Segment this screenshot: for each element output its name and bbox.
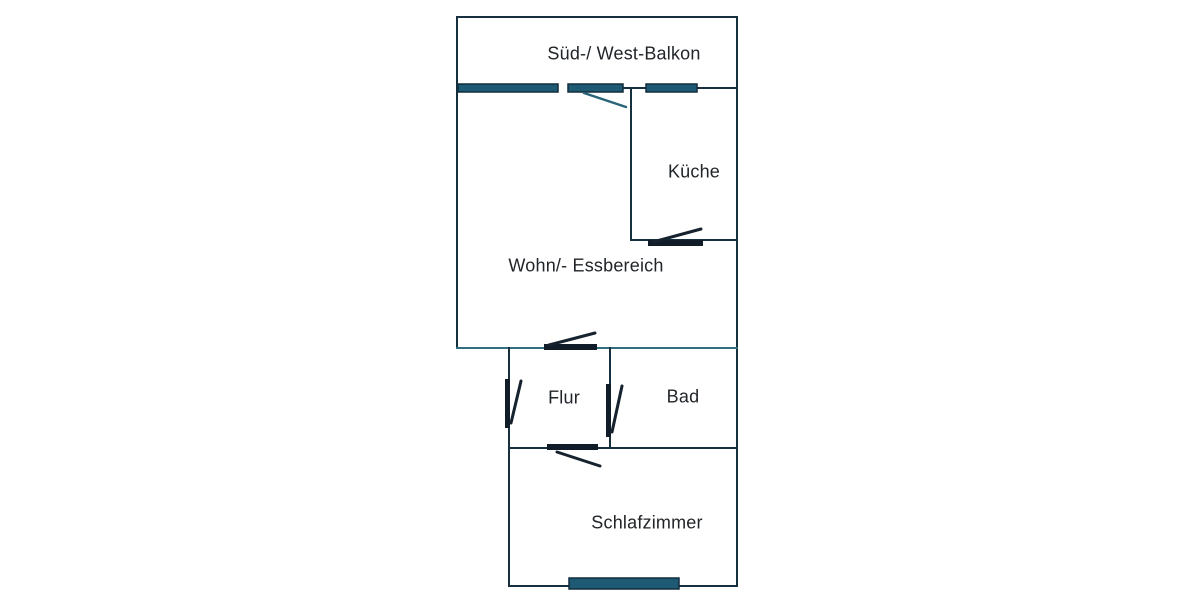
balcony-door-swing: [582, 91, 628, 109]
bath-door: [606, 384, 611, 437]
living-door: [544, 344, 597, 350]
bath-door-swing: [610, 384, 624, 434]
room-label-flur: Flur: [548, 387, 580, 408]
window-bedroom: [568, 577, 680, 590]
room-label-wohn: Wohn/- Essbereich: [508, 255, 664, 276]
window-kitchen: [645, 83, 698, 93]
living-door-swing: [547, 331, 597, 347]
hall-entry-door: [505, 379, 510, 428]
room-label-kueche: Küche: [667, 161, 721, 182]
window-balcony-left: [457, 83, 559, 93]
bedroom-door-swing: [555, 450, 602, 468]
kitchen-door-swing: [651, 227, 703, 244]
hall-entry-door-swing: [509, 379, 523, 425]
balcony-door: [567, 83, 624, 93]
room-label-bad: Bad: [666, 386, 700, 407]
kitchen-door: [648, 240, 703, 246]
bedroom-door: [547, 444, 598, 450]
room-label-schlafzimmer: Schlafzimmer: [591, 512, 703, 533]
room-label-balkon: Süd-/ West-Balkon: [547, 43, 701, 64]
